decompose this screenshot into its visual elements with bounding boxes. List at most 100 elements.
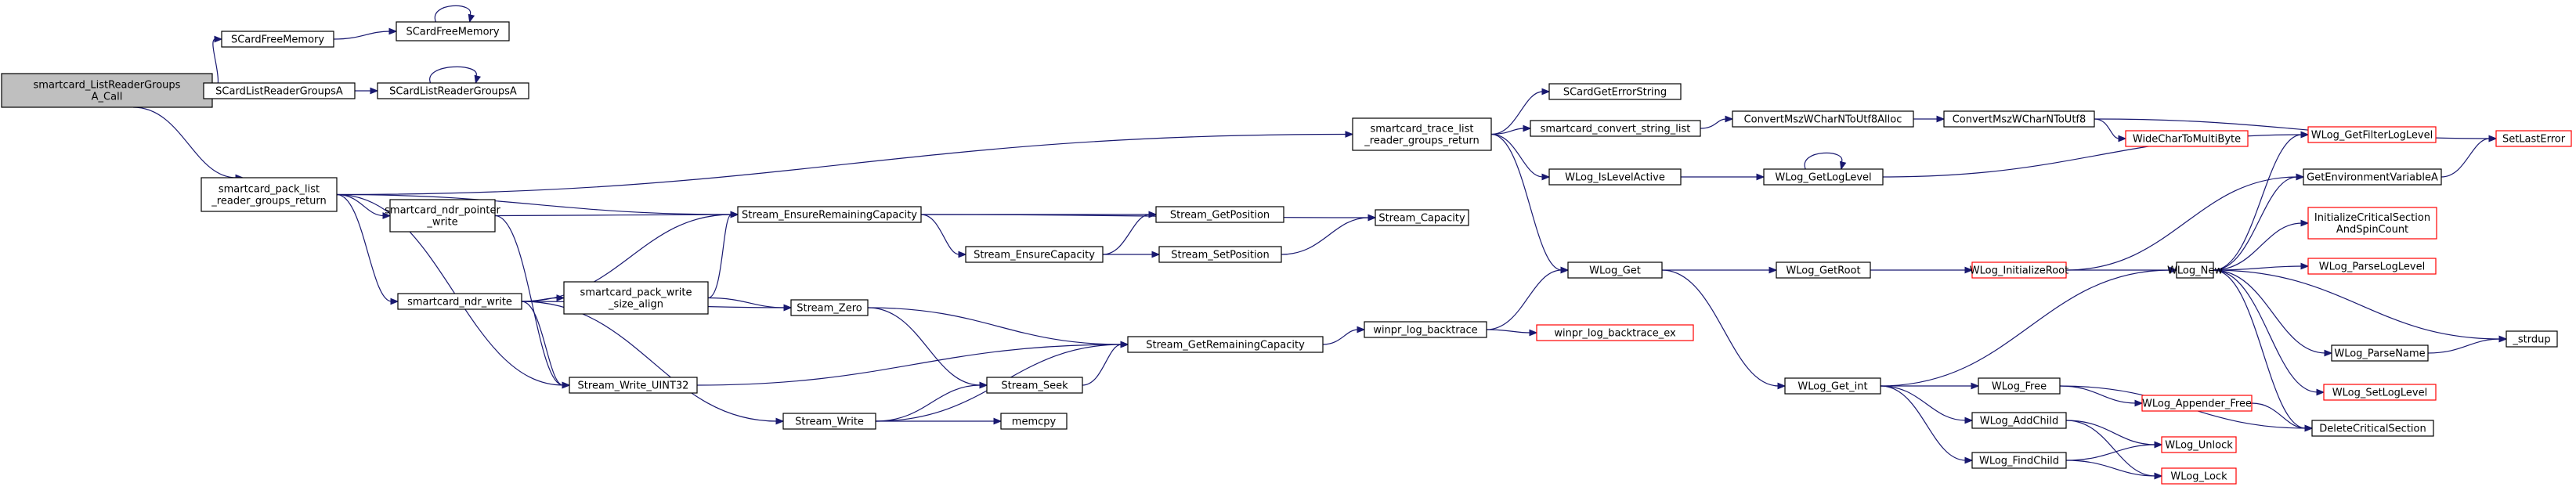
- edge-wlog-new-to-wlog-setloglevel: [2213, 269, 2325, 396]
- node-scardfreememory-a[interactable]: SCardFreeMemory: [221, 31, 334, 48]
- node-memcpy[interactable]: memcpy: [1000, 413, 1068, 430]
- node-wlog-addchild[interactable]: WLog_AddChild: [1971, 412, 2067, 429]
- edge-pack-list-to-ndr-write: [336, 193, 399, 305]
- node-convert-string-list[interactable]: smartcard_convert_string_list: [1530, 120, 1701, 137]
- node-widechartomultibyte[interactable]: WideCharToMultiByte: [2125, 130, 2249, 147]
- node-label: Stream_Write_UINT32: [578, 380, 689, 392]
- node-box: [986, 377, 1083, 394]
- edge-convertmszalloc-to-convertmsz: [1913, 115, 1946, 123]
- node-box: [1364, 321, 1487, 338]
- node-wlog-getfilterloglevel[interactable]: WLog_GetFilterLogLevel: [2307, 126, 2437, 143]
- node-box: [1732, 110, 1914, 128]
- node-scardfreememory-b[interactable]: SCardFreeMemory: [396, 21, 510, 41]
- node-stream-capacity[interactable]: Stream_Capacity: [1375, 209, 1469, 226]
- edge-stream-zero-to-stream-seek: [867, 307, 988, 389]
- node-box: [2141, 395, 2253, 412]
- edge-stream-getremainingcapacity-to-winpr-log-backtrace: [1322, 326, 1366, 345]
- node-wlog-lock[interactable]: WLog_Lock: [2161, 467, 2237, 485]
- node-convertmsz[interactable]: ConvertMszWCharNToUtf8: [1943, 110, 2095, 128]
- node-ndr-pointer-write[interactable]: smartcard_ndr_pointer_write: [385, 199, 500, 233]
- node-box: [1158, 246, 1282, 263]
- node-pack-write-size-align[interactable]: smartcard_pack_write_size_align: [563, 281, 709, 315]
- node-root[interactable]: smartcard_ListReaderGroupsA_Call: [1, 73, 213, 108]
- node-label: Stream_Seek: [1001, 380, 1068, 392]
- edge-ndr-write-to-stream-write: [521, 301, 785, 425]
- edge-stream-seek-to-stream-getremainingcapacity: [1082, 341, 1129, 386]
- node-stream-write-uint32[interactable]: Stream_Write_UINT32: [569, 377, 698, 394]
- node-box: [201, 177, 338, 212]
- node-label: WLog_GetFilterLogLevel: [2311, 130, 2433, 142]
- node-wlog-unlock[interactable]: WLog_Unlock: [2161, 436, 2237, 453]
- node-wlog-initializeroot[interactable]: WLog_InitializeRoot: [1970, 261, 2068, 279]
- node-label: _reader_groups_return: [1364, 135, 1479, 147]
- edge-wlog-initializeroot-to-getenvironmentvariablea: [2065, 173, 2305, 271]
- edge-wlog-addchild-to-wlog-unlock: [2065, 420, 2163, 449]
- node-label: SCardFreeMemory: [231, 34, 324, 46]
- edge-getenvironmentvariablea-to-setlasterror: [2441, 135, 2498, 178]
- node-scardlistreadergroupsa-b[interactable]: SCardListReaderGroupsA: [377, 82, 529, 99]
- node-stream-getposition[interactable]: Stream_GetPosition: [1155, 206, 1284, 223]
- edge-scardlistreadergroupsa-b-to-scardlistreadergroupsa-b: [429, 66, 482, 85]
- node-label: WLog_Get: [1589, 265, 1641, 277]
- node-wlog-parseloglevel[interactable]: WLog_ParseLogLevel: [2307, 258, 2437, 275]
- node-label: _size_align: [608, 299, 663, 311]
- node-stream-getremainingcapacity[interactable]: Stream_GetRemainingCapacity: [1127, 336, 1324, 353]
- node-wlog-getroot[interactable]: WLog_GetRoot: [1776, 261, 1871, 279]
- node-stream-zero[interactable]: Stream_Zero: [790, 299, 869, 316]
- node-scardlistreadergroupsa-a[interactable]: SCardListReaderGroupsA: [203, 82, 356, 99]
- node-wlog-get-int[interactable]: WLog_Get_int: [1784, 377, 1881, 395]
- node-label: smartcard_convert_string_list: [1541, 124, 1691, 135]
- node-label: InitializeCriticalSection: [2314, 212, 2430, 224]
- node-box: [2331, 344, 2429, 362]
- node-box: [1776, 261, 1871, 279]
- edge-wlog-new-to-getenvironmentvariablea: [2213, 173, 2305, 271]
- node-box: [1567, 261, 1663, 279]
- node-wlog-free[interactable]: WLog_Free: [1978, 377, 2061, 395]
- node-pack-list[interactable]: smartcard_pack_list_reader_groups_return: [201, 177, 338, 212]
- node-label: Stream_GetRemainingCapacity: [1146, 340, 1305, 352]
- node-stream-ensurecapacity[interactable]: Stream_EnsureCapacity: [965, 246, 1104, 263]
- node-label: _reader_groups_return: [211, 196, 326, 207]
- node-deletecriticalsection[interactable]: DeleteCriticalSection: [2311, 420, 2434, 437]
- node-wlog-setloglevel[interactable]: WLog_SetLogLevel: [2323, 384, 2437, 401]
- node-box: [2323, 384, 2437, 401]
- node-box: [782, 413, 876, 430]
- edge-trace-list-to-convert-string-list: [1490, 124, 1532, 135]
- node-box: [397, 293, 522, 310]
- node-box: [1530, 120, 1701, 137]
- node-wlog-findchild[interactable]: WLog_FindChild: [1971, 452, 2067, 469]
- node-stream-write[interactable]: Stream_Write: [782, 413, 876, 430]
- node-box: [2125, 130, 2249, 147]
- node-wlog-parsename[interactable]: WLog_ParseName: [2331, 344, 2429, 362]
- node-label: AndSpinCount: [2336, 224, 2408, 236]
- node-wlog-appender-free[interactable]: WLog_Appender_Free: [2141, 395, 2253, 412]
- node-winpr-log-backtrace[interactable]: winpr_log_backtrace: [1364, 321, 1487, 338]
- node-label: Stream_EnsureRemainingCapacity: [742, 210, 917, 222]
- node-stream-ensureremainingcapacity[interactable]: Stream_EnsureRemainingCapacity: [737, 206, 922, 223]
- node-scardgeterrorstring[interactable]: SCardGetErrorString: [1548, 83, 1682, 100]
- node-wlog-getloglevel[interactable]: WLog_GetLogLevel: [1763, 168, 1884, 186]
- edge-wlog-new-to-strdup: [2213, 269, 2508, 343]
- node-convertmszalloc[interactable]: ConvertMszWCharNToUtf8Alloc: [1732, 110, 1914, 128]
- edge-wlog-get-int-to-wlog-new: [1880, 266, 2178, 387]
- node-label: WLog_Free: [1992, 381, 2047, 393]
- node-label: Stream_SetPosition: [1171, 250, 1270, 261]
- node-stream-seek[interactable]: Stream_Seek: [986, 377, 1083, 394]
- edge-ndr-write-to-pack-write-size-align: [521, 294, 565, 302]
- node-ndr-write[interactable]: smartcard_ndr_write: [397, 293, 522, 310]
- node-wlog-get[interactable]: WLog_Get: [1567, 261, 1663, 279]
- node-label: smartcard_ndr_write: [407, 297, 512, 308]
- node-label: WLog_Unlock: [2165, 440, 2233, 452]
- node-wlog-islevelactive[interactable]: WLog_IsLevelActive: [1548, 168, 1682, 186]
- edge-wlog-appender-free-to-deletecriticalsection: [2251, 402, 2314, 432]
- node-box: [1352, 117, 1492, 151]
- node-winpr-log-backtrace-ex[interactable]: winpr_log_backtrace_ex: [1536, 324, 1694, 341]
- node-strdup[interactable]: _strdup: [2506, 330, 2558, 348]
- node-trace-list[interactable]: smartcard_trace_list_reader_groups_retur…: [1352, 117, 1492, 151]
- node-setlasterror[interactable]: SetLastError: [2495, 130, 2572, 147]
- node-getenvironmentvariablea[interactable]: GetEnvironmentVariableA: [2303, 168, 2442, 186]
- node-wlog-new[interactable]: WLog_New: [2167, 261, 2223, 279]
- node-stream-setposition[interactable]: Stream_SetPosition: [1158, 246, 1282, 263]
- node-label: WLog_Appender_Free: [2142, 398, 2252, 410]
